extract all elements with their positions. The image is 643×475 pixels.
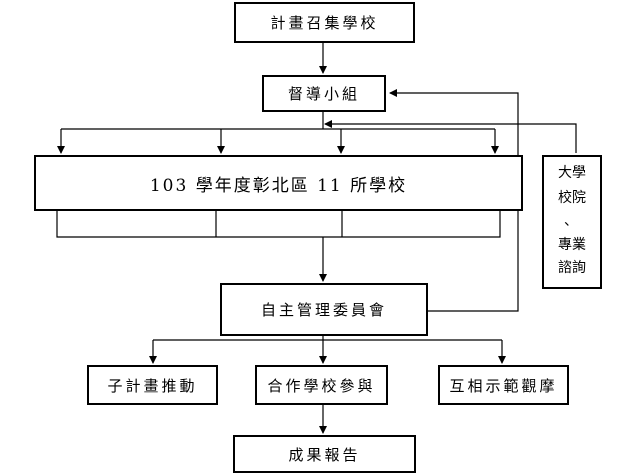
sub-plan-box: 子計畫推動 [87, 365, 218, 405]
consult-line-2: 校院 [558, 190, 586, 206]
consult-line-3: 、 [564, 213, 578, 229]
cooperation-box: 合作學校參與 [255, 365, 388, 405]
consult-line-1: 大學 [558, 165, 586, 181]
results-box: 成果報告 [233, 435, 416, 473]
consult-line-5: 諮詢 [558, 260, 586, 276]
schools-substrip [56, 210, 501, 238]
recruit-school-box: 計畫召集學校 [234, 2, 415, 43]
consult-box: 大學 校院 、 專業 諮詢 [542, 155, 602, 289]
schools-box: 103 學年度彰北區 11 所學校 [34, 155, 523, 211]
consult-line-4: 專業 [558, 237, 586, 253]
committee-box: 自主管理委員會 [220, 283, 428, 336]
supervision-group-box: 督導小組 [262, 75, 386, 112]
demo-box: 互相示範觀摩 [438, 365, 569, 405]
arrow-consult-to-supervision [324, 120, 577, 153]
